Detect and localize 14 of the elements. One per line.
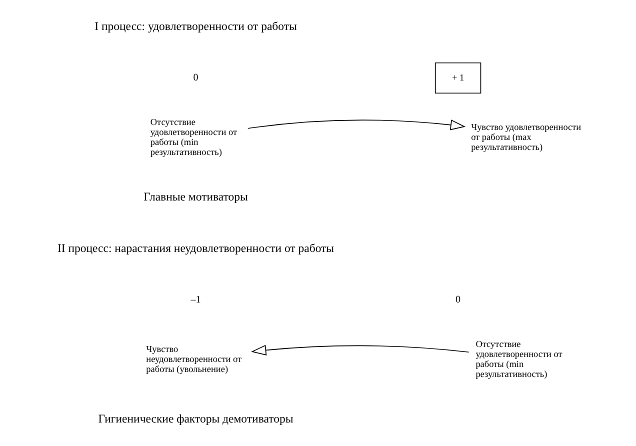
node-text: Отсутствие удовлетворенности от работы (min результативность) [150,116,236,158]
arrow [247,120,466,130]
node-text: Чувство удовлетворенности от работы (max результативность) [470,122,581,152]
label: I процесс: удовлетворенности от работы [94,20,296,33]
label: Главные мотиваторы [143,190,248,204]
label: II процесс: нарастания неудовлетворенности от работы [56,242,334,255]
arrow [250,344,469,356]
node-text: Отсутствие удовлетворенности от работы (min результативность) [475,338,562,380]
node-box: + 1 [434,62,481,94]
label: Гигиенические факторы демотиваторы [98,412,293,426]
label: 0 [192,72,198,84]
label: –1 [190,294,200,306]
node-text: Чувство неудовлетворенности от работы (увольнение) [146,344,242,374]
label: 0 [455,294,460,306]
